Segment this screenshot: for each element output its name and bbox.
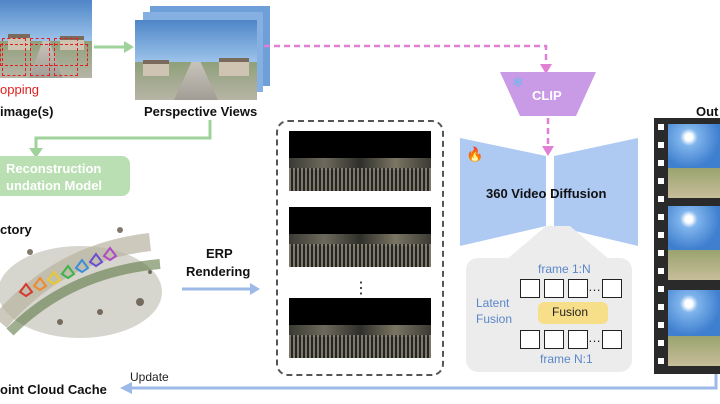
frame-box-bottom-2	[544, 330, 564, 349]
cropping-label: opping	[0, 82, 40, 97]
clip-label: CLIP	[532, 88, 562, 103]
film-sprockets	[658, 124, 664, 364]
fusion-label: Fusion	[552, 305, 589, 319]
erp-frame-3	[289, 298, 431, 358]
output-frame-2	[668, 206, 720, 280]
frame-box-bottom-4	[602, 330, 622, 349]
arrow-input-to-views	[94, 41, 134, 53]
ellipsis-top: …	[588, 279, 601, 294]
input-image	[0, 0, 92, 78]
perspective-view-front	[135, 20, 257, 100]
crop-box-3	[54, 38, 78, 76]
clip-encoder	[500, 72, 596, 116]
arrow-erp-rendering	[182, 283, 260, 295]
reconstruction-label-line2: undation Model	[6, 178, 103, 193]
output-frame-3	[668, 290, 720, 366]
video-diffusion-model	[460, 138, 638, 246]
fire-icon: 🔥	[466, 146, 484, 162]
erp-renderings-container	[276, 120, 444, 376]
output-frame-1	[668, 124, 720, 198]
frame-top-label: frame 1:N	[538, 262, 591, 276]
latent-label-line2: Fusion	[476, 312, 513, 326]
latent-connector	[506, 226, 610, 260]
erp-label-line2: Rendering	[186, 264, 251, 279]
latent-label-line1: Latent	[476, 296, 510, 310]
crop-box-outer	[0, 44, 88, 66]
video-diffusion-label: 360 Video Diffusion	[486, 186, 607, 201]
trajectory-label: ctory	[0, 222, 32, 237]
input-images-label: image(s)	[0, 104, 54, 119]
output-label: Out	[696, 104, 719, 119]
perspective-views-label: Perspective Views	[144, 104, 258, 119]
ellipsis-bottom: …	[588, 330, 601, 345]
update-arrow	[120, 374, 718, 394]
frame-box-top-1	[520, 279, 540, 298]
frame-box-bottom-1	[520, 330, 540, 349]
reconstruction-label-line1: Reconstruction	[6, 161, 102, 176]
vertical-ellipsis: ⋮	[353, 280, 369, 297]
update-label: Update	[130, 370, 169, 384]
dashed-arrow-to-clip	[264, 44, 552, 74]
frame-box-bottom-3	[568, 330, 588, 349]
point-cloud-visual	[0, 227, 162, 338]
frame-box-top-4	[602, 279, 622, 298]
reconstruction-model-box	[0, 156, 130, 196]
erp-frame-1	[289, 131, 431, 191]
crop-box-1	[2, 38, 26, 76]
fusion-pill	[538, 302, 608, 324]
erp-frame-2	[289, 207, 431, 267]
snowflake-icon: ❄	[512, 74, 524, 90]
erp-label-line1: ERP	[206, 246, 233, 261]
dashed-arrow-clip-to-diffusion	[542, 118, 554, 156]
arrow-views-to-reconstruction	[29, 120, 212, 158]
frame-box-top-3	[568, 279, 588, 298]
frame-box-top-2	[544, 279, 564, 298]
point-cloud-cache-label: oint Cloud Cache	[0, 382, 107, 397]
crop-box-2	[30, 38, 50, 76]
frame-bottom-label: frame N:1	[540, 352, 593, 366]
